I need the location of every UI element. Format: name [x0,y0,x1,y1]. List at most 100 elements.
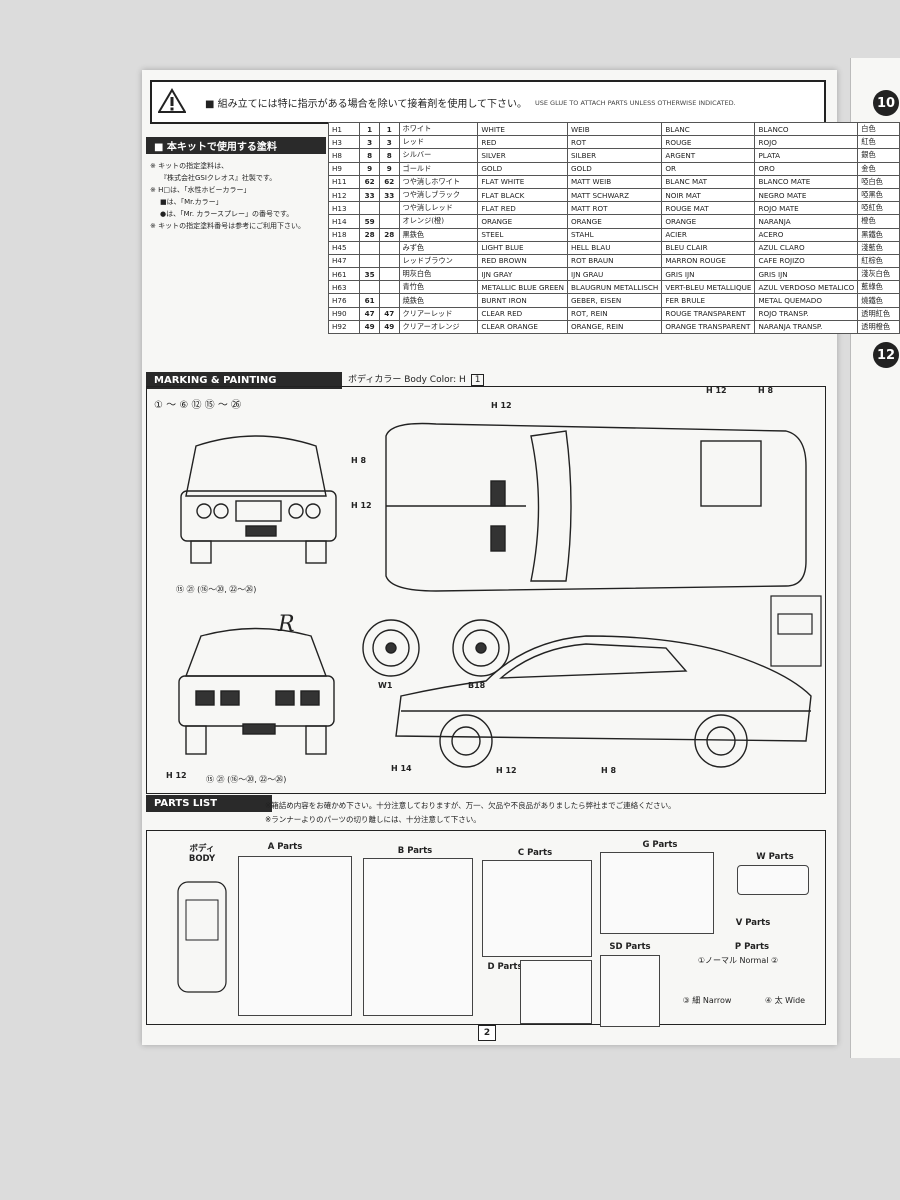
sd-parts-label: SD Parts [609,942,651,952]
paint-cell: CLEAR ORANGE [477,319,568,335]
paint-cell: 黑鐵色 [857,227,900,242]
wheel-b18 [452,619,510,677]
paint-cell: FLAT WHITE [477,174,568,189]
paint-cell: GEBER, EISEN [566,293,663,308]
paint-cell: 62 [378,174,400,189]
paint-cell: 1 [359,121,380,137]
body-part-label: ボディ BODY [172,842,232,864]
paint-cell: BLANCO [754,121,859,137]
paint-cell: ROJO TRANSP. [754,306,859,321]
marking-area: R ① 〜 ⑥ ⑫ ⑮ 〜 ㉖ H 8 [145,385,827,795]
paint-cell: NARANJA [754,214,859,229]
paint-cell: 9 [378,161,400,176]
marking-title: MARKING & PAINTING [146,372,342,389]
paint-cell: METALLIC BLUE GREEN [477,280,568,295]
paint-cell: ORANGE [661,214,756,229]
paint-cell: 啞黑色 [857,187,900,203]
paint-cell: ROT [566,135,663,150]
paint-cell: BLEU CLAIR [661,240,756,255]
paint-cell: 白色 [857,121,900,137]
paint-cell: ROJO MATE [754,201,859,216]
paint-cell: ORANGE [566,214,663,229]
paint-cell [378,201,400,216]
body-color-label: ボディカラー Body Color: H [348,375,466,385]
a-parts-runner [238,856,352,1016]
side-view [395,635,812,768]
paint-cell: 3 [359,135,380,150]
paint-cell: 61 [359,293,380,308]
paint-cell: CLEAR RED [477,306,568,321]
paint-cell: ROUGE TRANSPARENT [661,306,756,321]
paint-cell: 燒鐵色 [857,293,900,308]
paint-cell: みず色 [398,240,479,255]
paint-cell: IJN GRAY [477,267,568,282]
b-parts-runner [363,858,473,1016]
a-parts-label: A Parts [267,842,303,852]
paint-cell: 銀色 [857,148,900,163]
paint-cell: BLANCO MATE [754,174,859,189]
paint-cell: 明灰白色 [398,267,479,282]
paint-cell [378,240,400,255]
paint-cell: FER BRULE [661,293,756,308]
paint-cell: 47 [359,306,380,321]
paint-cell: 49 [359,319,380,335]
g-parts-runner [600,852,714,934]
decal-range: ① 〜 ⑥ ⑫ ⑮ 〜 ㉖ [154,400,242,411]
paint-cell: クリアーオレンジ [398,319,479,335]
paint-cell: H12 [327,187,361,203]
paint-cell [378,214,400,229]
parts-note-2: ※ランナーよりのパーツの切り離しには、十分注意して下さい。 [265,815,481,824]
paint-cell: AZUL CLARO [754,240,859,255]
paint-cell: 藍綠色 [857,280,900,295]
label-h12-side: H 12 [496,766,517,775]
paint-cell: シルバー [398,148,479,163]
paint-cell: H61 [327,267,361,282]
paint-cell: 1 [378,121,400,137]
paint-cell: BLANC MAT [661,174,756,189]
paint-cell: GOLD [477,161,568,176]
d-parts-label: D Parts [487,962,523,972]
paint-cell: H76 [327,293,361,308]
paint-cell: BLAUGRUN METALLISCH [566,280,663,295]
paint-cell: CAFE ROJIZO [754,253,859,269]
label-h12-right: H 12 [706,386,727,395]
emblem-detail [770,595,822,667]
wheel-w1-label: W1 [378,681,393,690]
glue-warning-en: USE GLUE TO ATTACH PARTS UNLESS OTHERWIS… [535,99,736,107]
paint-cell: GRIS IJN [754,267,859,282]
paint-cell: 47 [378,306,400,321]
paint-cell: NEGRO MATE [754,187,859,203]
paint-cell: 焼鉄色 [398,293,479,308]
page-number: 2 [478,1025,496,1041]
paint-cell: オレンジ(橙) [398,214,479,229]
label-h8: H 8 [351,456,367,465]
paint-cell: OR [661,161,756,176]
paint-cell: 28 [378,227,400,242]
paints-title: ■ 本キットで使用する塗料 [146,137,326,154]
paint-cell: NARANJA TRANSP. [754,319,859,335]
c-parts-runner [482,860,592,957]
paint-cell: MARRON ROUGE [661,253,756,269]
paint-cell: H90 [327,306,361,321]
paint-cell: RED [477,135,568,150]
paint-cell: WEIB [566,121,663,137]
p-parts-label: P Parts [734,942,770,952]
paint-cell: 橙色 [857,214,900,229]
paint-cell [359,280,380,295]
paint-cell: 黒鉄色 [398,227,479,242]
paint-cell: SILVER [477,148,568,163]
paint-notes: ※ キットの指定塗料は、 『株式会社GSIクレオス』社製です。 ※ H□は、「水… [150,160,305,232]
paint-cell: ORANGE TRANSPARENT [661,319,756,335]
paint-cell: ACERO [754,227,859,242]
parts-note-1: ※箱詰め内容をお確かめ下さい。十分注意しておりますが、万一、欠品や不良品がありま… [265,801,676,810]
paint-cell: 青竹色 [398,280,479,295]
paint-cell: MATT WEIB [566,174,663,189]
paint-note: ●は、「Mr. カラースプレー」の番号です。 [160,210,294,218]
paint-cell [378,293,400,308]
paint-cell: ホワイト [398,121,479,137]
